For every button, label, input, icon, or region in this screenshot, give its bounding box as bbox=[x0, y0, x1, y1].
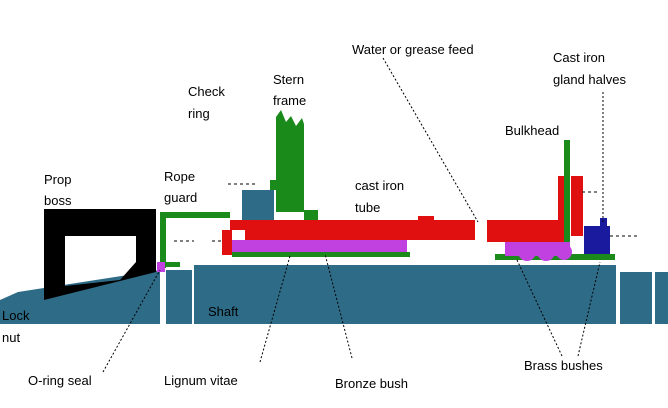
tube-upper-wall bbox=[230, 220, 475, 230]
bulkhead-plate bbox=[564, 140, 570, 260]
leader-bronze bbox=[324, 253, 353, 359]
stern-frame-post bbox=[276, 110, 304, 212]
brass-bush-1 bbox=[518, 243, 536, 261]
rope-guard bbox=[160, 212, 230, 268]
labels: Prop boss Lock nut O-ring seal Rope guar… bbox=[2, 42, 626, 391]
shaft-end bbox=[655, 272, 668, 324]
tube-after-flange bbox=[222, 230, 232, 255]
gland-stud bbox=[600, 218, 607, 232]
tube-lower-wall bbox=[245, 226, 490, 240]
bronze-bush bbox=[232, 240, 407, 252]
label-prop-boss: Prop boss bbox=[44, 172, 75, 208]
leader-lines bbox=[102, 57, 604, 373]
stern-frame bbox=[270, 110, 318, 224]
bulkhead-base bbox=[495, 254, 615, 260]
tube-bulkhead-flange bbox=[571, 176, 583, 236]
label-bronze-bush: Bronze bush bbox=[335, 376, 408, 391]
shaft-coupling bbox=[620, 272, 652, 324]
label-shaft: Shaft bbox=[208, 304, 239, 319]
leader-water-feed bbox=[382, 57, 479, 223]
dashed-centre-lines bbox=[174, 183, 640, 242]
cast-iron-gland-halves bbox=[584, 218, 610, 254]
brass-bush-3 bbox=[556, 244, 572, 260]
leader-brass-1 bbox=[516, 259, 563, 357]
label-brass-bushes: Brass bushes bbox=[524, 358, 603, 373]
label-lignum-vitae: Lignum vitae bbox=[164, 373, 238, 388]
cast-iron-tube bbox=[222, 176, 583, 255]
label-water-or-grease-feed: Water or grease feed bbox=[352, 42, 474, 57]
prop-boss-body bbox=[44, 209, 156, 300]
leader-o-ring bbox=[102, 269, 161, 373]
label-o-ring-seal: O-ring seal bbox=[28, 373, 92, 388]
shaft-body bbox=[194, 265, 616, 324]
stern-frame-neck bbox=[270, 180, 278, 190]
prop-boss bbox=[44, 209, 156, 300]
label-stern-frame: Stern frame bbox=[273, 72, 308, 108]
tube-upper-wall-aft bbox=[487, 220, 564, 230]
shaft-assembly bbox=[0, 265, 668, 324]
leader-brass-2 bbox=[577, 261, 601, 357]
tube-forward-plate bbox=[558, 176, 564, 232]
o-ring-seal bbox=[157, 262, 165, 272]
lock-nut-section bbox=[166, 270, 192, 324]
label-cast-iron-tube: cast iron tube bbox=[355, 178, 408, 215]
bulkhead bbox=[495, 140, 615, 260]
tube-forward-section bbox=[487, 226, 564, 242]
label-bulkhead: Bulkhead bbox=[505, 123, 559, 138]
brass-bushes bbox=[505, 242, 572, 261]
label-check-ring: Check ring bbox=[188, 84, 228, 121]
lignum-vitae bbox=[232, 252, 410, 257]
label-rope-guard: Rope guard bbox=[164, 169, 199, 205]
grease-feed-hole bbox=[475, 222, 487, 240]
brass-bush-2 bbox=[537, 243, 555, 261]
propeller-cone bbox=[0, 270, 160, 324]
label-cast-iron-gland-halves: Cast iron gland halves bbox=[553, 50, 626, 87]
label-lock-nut: Lock nut bbox=[2, 308, 33, 345]
